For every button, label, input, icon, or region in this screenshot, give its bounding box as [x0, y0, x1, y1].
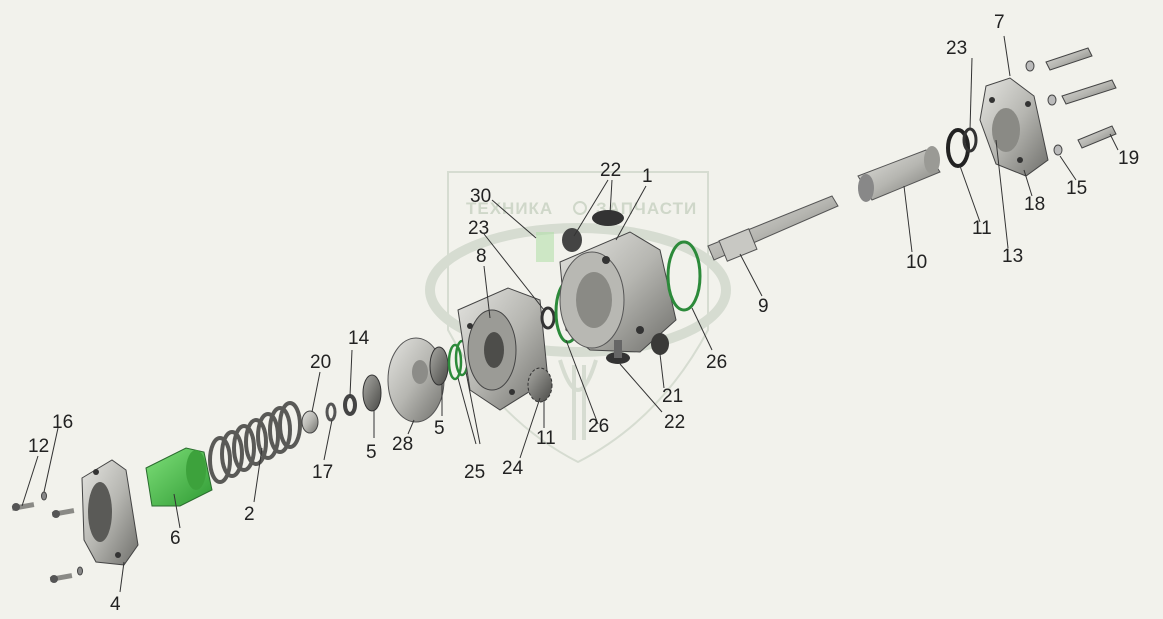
callout-9: 9 — [758, 296, 769, 317]
callout-5-right: 5 — [434, 418, 445, 439]
callout-15: 15 — [1066, 178, 1087, 199]
callout-20: 20 — [310, 352, 331, 373]
callout-1: 1 — [642, 166, 653, 187]
watermark: ТЕХНИКА ЗАПЧАСТИ — [425, 171, 731, 464]
callout-22-top: 22 — [600, 160, 621, 181]
part-15-washers — [1025, 60, 1063, 156]
callout-8: 8 — [476, 246, 487, 267]
part-19-bolts — [1045, 47, 1117, 149]
part-5-disc-right — [429, 346, 449, 386]
callout-11-right: 11 — [972, 218, 992, 239]
gear-icon — [573, 201, 587, 215]
callout-6: 6 — [170, 528, 181, 549]
callout-25: 25 — [464, 462, 485, 483]
part-5-disc-left — [362, 374, 382, 412]
callout-19: 19 — [1118, 148, 1139, 169]
callout-labels: 4 12 16 6 2 20 14 17 5 28 5 25 8 23 30 2… — [28, 12, 1139, 615]
callout-11-left: 11 — [536, 428, 556, 449]
callout-26-right: 26 — [706, 352, 727, 373]
callout-4: 4 — [110, 594, 121, 615]
watermark-left-text: ТЕХНИКА — [466, 199, 553, 218]
callout-26-left: 26 — [588, 416, 609, 437]
part-6-green-sleeve — [145, 447, 213, 507]
part-4-flange-cover — [81, 459, 139, 566]
callout-28: 28 — [392, 434, 413, 455]
callout-12: 12 — [28, 436, 49, 457]
part-9-shaft — [707, 195, 839, 262]
callout-10: 10 — [906, 252, 927, 273]
part-2-spring — [208, 401, 302, 484]
part-8-pump-body — [457, 287, 549, 411]
callout-21: 21 — [662, 386, 683, 407]
part-21-plug — [651, 333, 669, 355]
callout-14: 14 — [348, 328, 370, 349]
callout-18: 18 — [1024, 194, 1045, 215]
part-23-ring-left — [540, 306, 556, 330]
part-14-washer — [343, 394, 357, 416]
callout-17: 17 — [312, 462, 333, 483]
callout-7: 7 — [994, 12, 1005, 33]
callout-22-bottom: 22 — [664, 412, 685, 433]
part-20-nut — [301, 410, 319, 434]
part-11-ring-right — [946, 128, 970, 168]
part-24-gear — [527, 367, 553, 403]
part-1-main-housing — [559, 231, 677, 353]
callout-13: 13 — [1002, 246, 1023, 267]
callout-16: 16 — [52, 412, 73, 433]
part-17-ring — [325, 402, 337, 422]
leader-lines — [21, 35, 1119, 593]
callout-24: 24 — [502, 458, 524, 479]
callout-23-left: 23 — [468, 218, 489, 239]
part-12-screw — [11, 502, 75, 583]
part-16-washer — [41, 491, 83, 576]
part-22-plugs — [562, 210, 630, 364]
part-10-coupling — [857, 146, 941, 202]
callout-23-right: 23 — [946, 38, 967, 59]
watermark-right-text: ЗАПЧАСТИ — [596, 199, 697, 218]
callout-30: 30 — [470, 186, 491, 207]
part-7-flange — [979, 77, 1049, 177]
part-26-seal-right — [666, 240, 702, 312]
callout-2: 2 — [244, 504, 255, 525]
callout-5-left: 5 — [366, 442, 377, 463]
